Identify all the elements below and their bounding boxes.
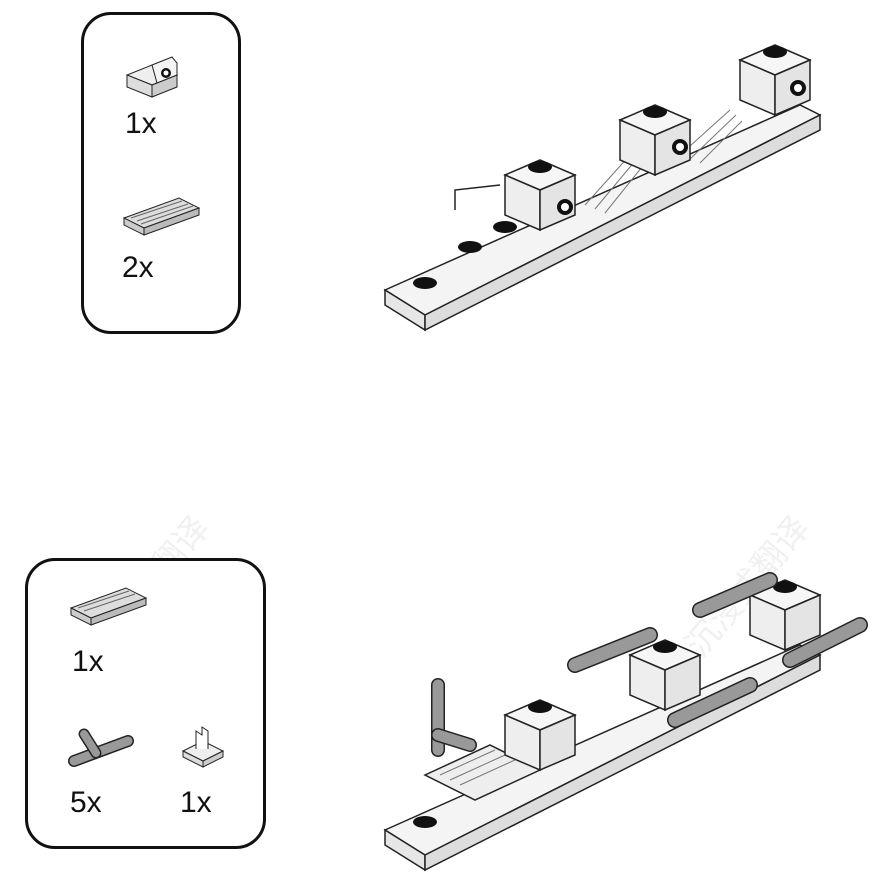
parts-box-step1: 1x 2x <box>81 12 241 334</box>
cube-blocks <box>503 44 812 232</box>
step1-assembly-diagram <box>383 44 822 332</box>
base-rail <box>383 104 822 316</box>
t-tube-connector-part-icon <box>68 728 134 767</box>
base-rail <box>383 644 822 856</box>
quantity-label: 5x <box>70 786 102 819</box>
quantity-label: 2x <box>122 251 154 284</box>
studs <box>413 581 797 828</box>
quantity-label: 1x <box>72 645 104 678</box>
rail-plate-part-icon <box>122 197 201 236</box>
rail-plate-part-icon <box>69 587 148 626</box>
clip-part-icon <box>181 726 225 768</box>
parts-box-step2: 1x 5x 1x <box>25 558 266 849</box>
tube-connectors <box>431 572 868 757</box>
angle-block-part-icon <box>125 56 179 98</box>
quantity-label: 1x <box>180 786 212 819</box>
step2-assembly-diagram <box>383 572 868 872</box>
quantity-label: 1x <box>125 107 157 140</box>
